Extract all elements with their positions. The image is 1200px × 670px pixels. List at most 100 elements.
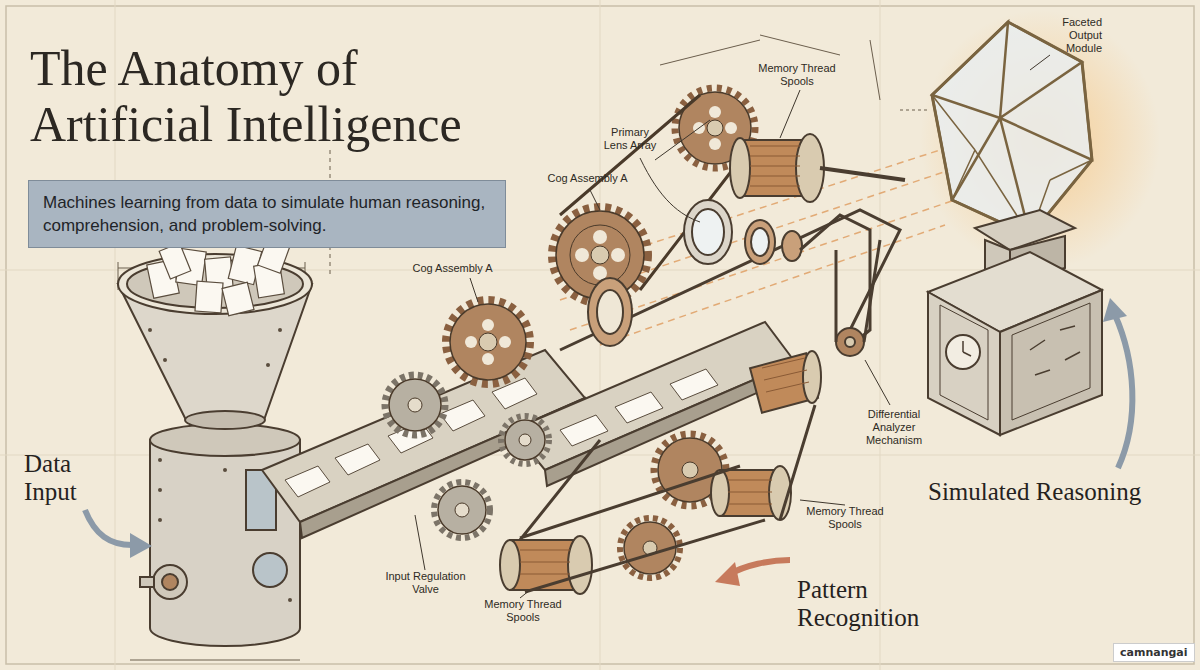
pedestal [940, 305, 988, 420]
memory-thread-spools [762, 358, 809, 392]
leader-lines [590, 190, 600, 210]
lens-array [684, 200, 732, 264]
stage-label: Pattern Recognition [797, 576, 947, 632]
diagram-title: The Anatomy of Artificial Intelligence [30, 40, 530, 152]
dimension-lines [760, 35, 840, 55]
cog-assembly [385, 375, 445, 435]
pedestal [946, 335, 980, 369]
part-label: Differential Analyzer Mechanism [858, 408, 930, 447]
data-hopper [223, 468, 227, 472]
conveyor-belt [670, 369, 718, 400]
data-hopper [266, 363, 270, 367]
cog-assembly [593, 230, 607, 244]
pedestal [1030, 326, 1080, 375]
part-label: Input Regulation Valve [378, 570, 473, 596]
cog-assembly [709, 138, 721, 150]
data-hopper [195, 281, 223, 313]
cog-assembly [611, 248, 625, 262]
cog-assembly [434, 482, 490, 538]
cog-assembly [465, 336, 477, 348]
cog-assembly [575, 248, 589, 262]
data-hopper [158, 458, 162, 462]
memory-thread-spools [730, 134, 905, 202]
callout-arrows [85, 510, 132, 545]
cog-assembly [501, 416, 549, 464]
dimension-lines [870, 40, 880, 100]
cog-assembly [560, 95, 740, 290]
cog-assembly [570, 225, 630, 285]
cog-assembly [709, 106, 721, 118]
cog-assembly [455, 503, 469, 517]
conveyor-belt [285, 466, 330, 497]
differential-analyzer [800, 215, 880, 356]
cog-assembly [499, 336, 511, 348]
stage-label: Simulated Reasoning [928, 478, 1188, 506]
cog-assembly [707, 120, 723, 136]
leader-lines [780, 90, 800, 138]
data-hopper [147, 237, 291, 316]
faceted-crystal [932, 22, 1092, 236]
cog-assembly [482, 319, 494, 331]
faceted-crystal [932, 95, 1092, 236]
cog-assembly [501, 416, 549, 464]
differential-analyzer [845, 337, 855, 347]
callout-arrows [85, 298, 1132, 586]
cog-assembly [389, 379, 441, 431]
memory-thread-spools [500, 134, 905, 594]
conveyor-belt [492, 378, 537, 409]
lens-array [745, 220, 775, 264]
part-label: Primary Lens Array [598, 126, 662, 152]
data-hopper [118, 237, 312, 646]
memory-thread-spools [750, 146, 800, 186]
leader-lines [640, 158, 700, 222]
pedestal [1000, 290, 1102, 435]
lens-array [588, 200, 802, 346]
faceted-crystal [932, 22, 1092, 236]
data-hopper [222, 282, 254, 315]
cog-assembly [591, 246, 609, 264]
lens-array [692, 209, 724, 255]
differential-analyzer [836, 240, 880, 342]
data-hopper [153, 565, 187, 599]
data-hopper [163, 358, 167, 362]
cog-assembly [482, 353, 494, 365]
leader-lines [655, 120, 710, 160]
leader-lines [415, 55, 1050, 598]
callout-arrows [715, 562, 740, 586]
leader-lines [800, 500, 845, 505]
memory-thread-spools [803, 351, 821, 403]
data-hopper [278, 328, 282, 332]
memory-thread-spools [730, 138, 750, 198]
callout-arrows [728, 560, 790, 575]
pedestal [1012, 303, 1090, 420]
cog-assembly [446, 300, 530, 384]
conveyor-belt [615, 392, 663, 423]
cog-assembly [725, 122, 737, 134]
lens-array [782, 231, 802, 261]
memory-thread-spools [728, 480, 772, 504]
output-glow [920, 10, 1160, 270]
data-hopper [140, 577, 154, 587]
callout-arrows [1103, 298, 1127, 322]
conveyor-belt [262, 210, 900, 538]
lens-array [597, 290, 623, 334]
cog-assembly [682, 462, 698, 478]
leader-lines [1030, 55, 1050, 70]
lens-array [588, 278, 632, 346]
cog-assembly [385, 375, 445, 435]
data-hopper [148, 328, 292, 602]
leader-lines [520, 590, 530, 598]
conveyor-belt [512, 322, 795, 470]
memory-thread-spools [750, 351, 821, 413]
cog-assembly [446, 300, 530, 384]
conveyor-belt [262, 350, 585, 522]
part-label: Cog Assembly A [540, 172, 635, 185]
part-label: Memory Thread Spools [800, 505, 890, 531]
blueprint-grid [880, 0, 881, 670]
lens-array [751, 228, 769, 256]
leader-lines [865, 360, 890, 405]
pedestal [928, 210, 1102, 435]
memory-thread-spools [711, 470, 729, 516]
